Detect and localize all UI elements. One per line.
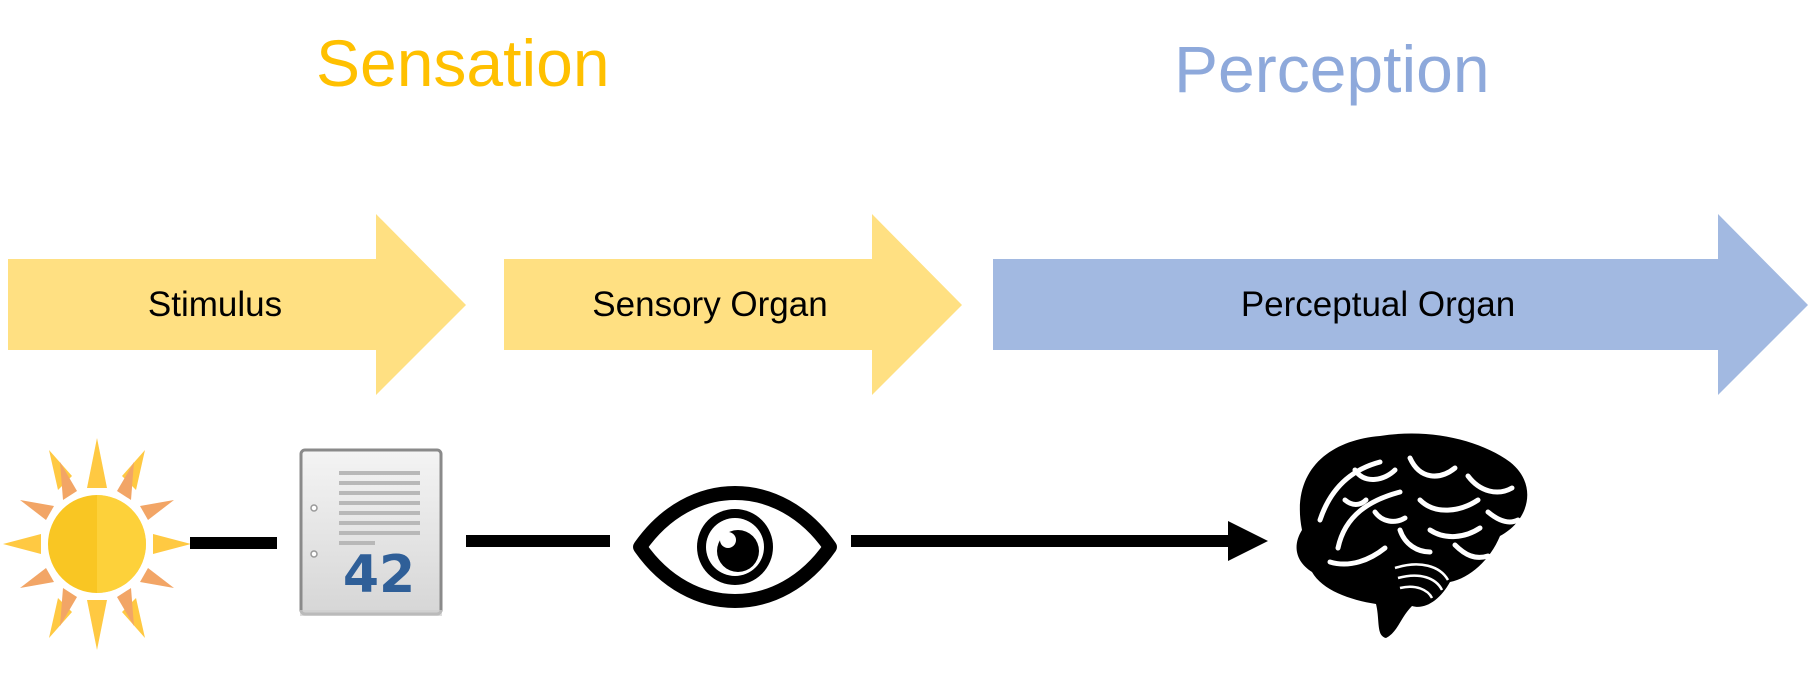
sun-icon [3,438,191,650]
sensation-heading: Sensation [316,26,610,100]
sensory-organ-label: Sensory Organ [592,285,827,324]
stimulus-arrow-shape [8,214,466,395]
brain-icon [1296,433,1528,638]
stimulus-arrow: Stimulus [8,214,466,395]
eye-icon [633,486,837,608]
perceptual-organ-arrow-shape [993,214,1808,395]
connector-line-2 [466,535,610,547]
perceptual-organ-label: Perceptual Organ [1241,285,1515,324]
sensory-organ-arrow: Sensory Organ [504,214,962,395]
document-icon: 42 [299,448,443,616]
sensory-organ-arrow-shape [504,214,962,395]
perception-heading: Perception [1174,32,1490,106]
document-number: 42 [343,545,415,605]
document-text-lines [339,471,420,545]
perceptual-organ-arrow: Perceptual Organ [993,214,1808,395]
connector-line-1 [190,537,277,549]
arrow-to-brain [851,521,1268,561]
stimulus-label: Stimulus [148,285,282,324]
sun-rays [3,438,191,650]
